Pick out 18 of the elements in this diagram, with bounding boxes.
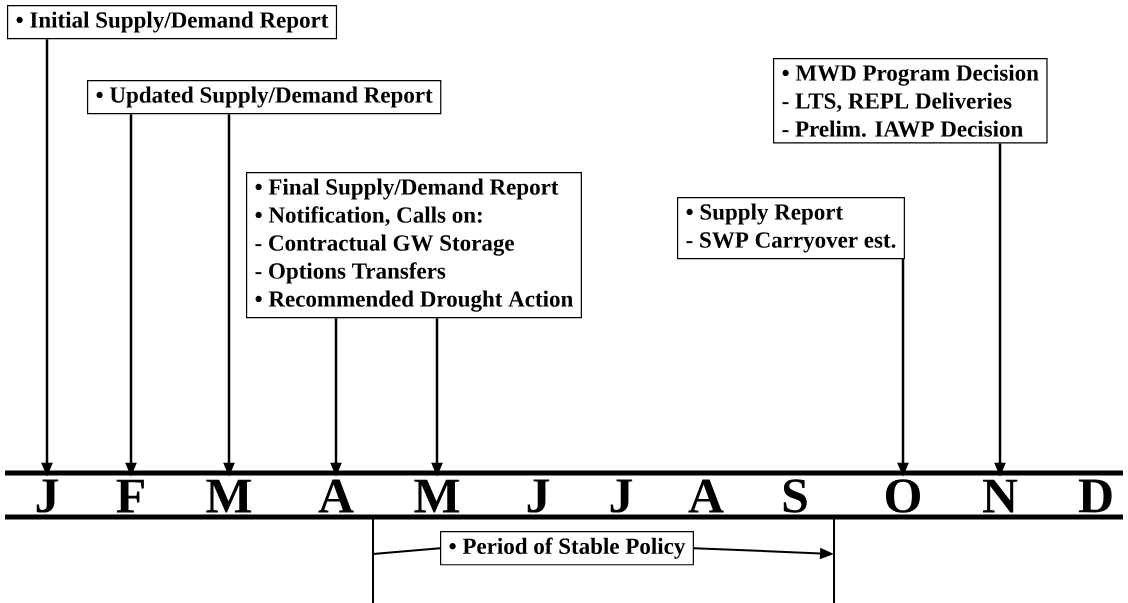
month-letter: A (688, 479, 724, 513)
note-box: • Supply Report - SWP Carryover est. (677, 197, 905, 260)
month-letter: F (116, 479, 144, 513)
note-box: • Final Supply/Demand Report • Notification, Calls on: - Contractual GW Storage - Options Transfers • Recommended Drought Action (246, 172, 582, 319)
note-box: • MWD Program Decision - LTS, REPL Deliveries - Prelim. IAWP Decision (773, 58, 1048, 144)
month-letter: M (414, 479, 460, 513)
month-letter: M (206, 479, 252, 513)
month-letter: S (783, 479, 807, 513)
month-letter: J (36, 479, 59, 513)
month-letter: D (1078, 479, 1112, 513)
month-letter: A (318, 479, 354, 513)
month-letter: J (527, 479, 550, 513)
month-letter: N (982, 479, 1018, 513)
note-box: • Initial Supply/Demand Report (7, 5, 338, 40)
note-box: • Period of Stable Policy (440, 531, 694, 566)
month-letter: J (610, 479, 633, 513)
month-letter: O (886, 479, 920, 513)
note-box: • Updated Supply/Demand Report (87, 80, 442, 115)
